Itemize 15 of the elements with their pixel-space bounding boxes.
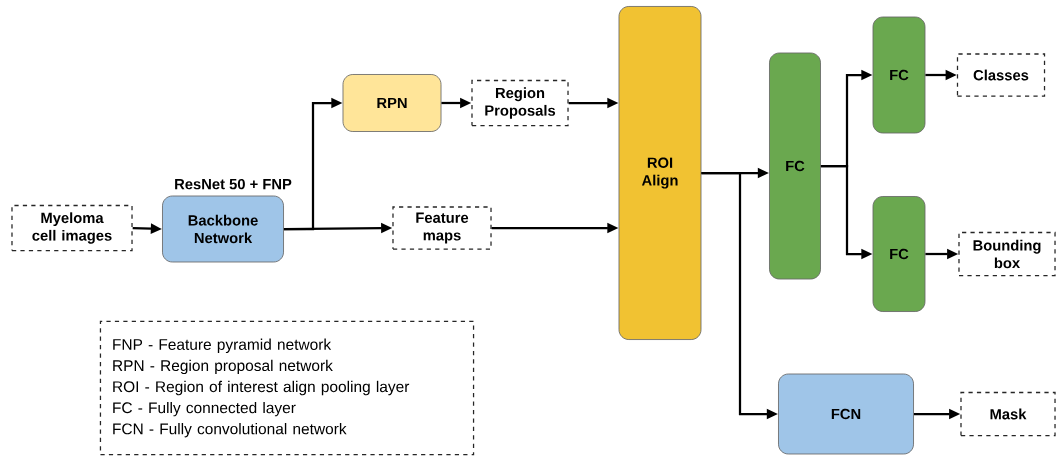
input-box: Myeloma cell images: [11, 204, 133, 252]
output-box: Feature maps: [392, 206, 492, 250]
process-box: FC: [769, 52, 821, 280]
box-heading: ResNet 50 + FNP: [175, 178, 292, 190]
process-box: FCN: [778, 373, 914, 455]
process-box: RPN: [342, 74, 442, 132]
legend-box: FNP - Feature pyramid network RPN - Region proposal network ROI - Region of interest align pooling layer FC - Fully connected layer FCN - Fully convolutional network: [99, 320, 475, 456]
output-box: Bounding box: [958, 231, 1056, 277]
output-box: Classes: [956, 53, 1046, 97]
process-box: ROI Align: [618, 6, 702, 340]
process-box: FC: [872, 196, 926, 312]
output-box: Region Proposals: [471, 79, 569, 127]
process-box: FC: [872, 16, 926, 134]
process-box: Backbone Network: [162, 195, 284, 263]
output-box: Mask: [960, 391, 1056, 437]
